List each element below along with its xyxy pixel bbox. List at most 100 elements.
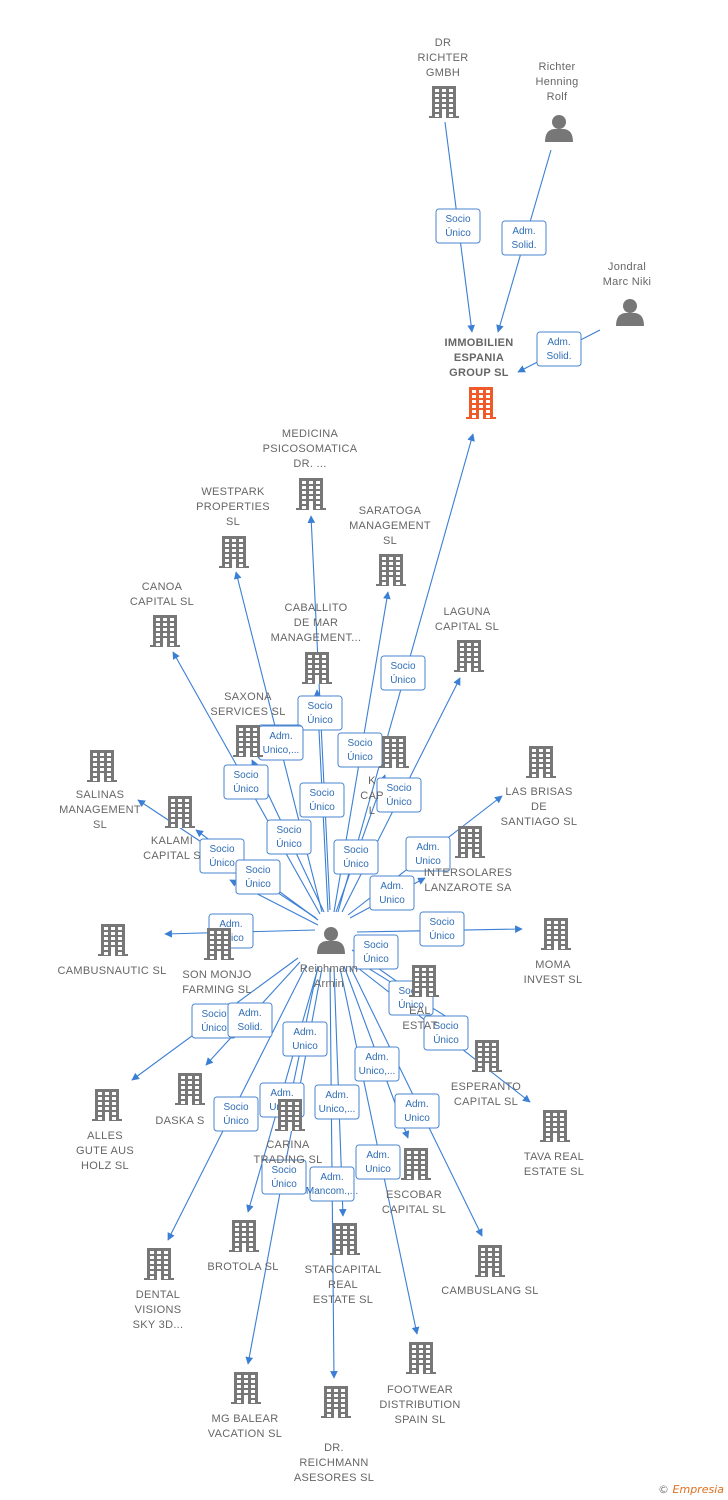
edge-label-2[interactable]: Adm.Solid.: [536, 331, 582, 367]
edge-label-14[interactable]: Adm.Unico: [405, 836, 451, 872]
edge-label-25[interactable]: Adm.Unico,...: [354, 1046, 400, 1082]
edge-label-32[interactable]: Adm.Unico: [355, 1144, 401, 1180]
building-icon: [540, 1110, 570, 1142]
edge-label-1[interactable]: Adm.Solid.: [501, 220, 547, 256]
edge-label-23[interactable]: Adm.Unico: [282, 1021, 328, 1057]
node-cambusnautic[interactable]: CAMBUSNAUTIC SL: [57, 924, 166, 977]
edge-label-22[interactable]: Adm. Solid.: [227, 1002, 273, 1038]
node-label-line: TAVA REAL: [524, 1151, 584, 1163]
building-icon: [472, 1040, 502, 1072]
edge-label-text: Único: [245, 877, 271, 890]
node-label-line: SL: [226, 516, 240, 528]
edge-label-29[interactable]: Adm.Unico: [394, 1093, 440, 1129]
node-label-line: SKY 3D...: [133, 1319, 184, 1331]
edge-label-box: [266, 819, 312, 855]
edge-label-box: [227, 1002, 273, 1038]
edge-label-box: [394, 1093, 440, 1129]
building-icon: [275, 1099, 305, 1131]
edge-label-31[interactable]: Adm.Mancom.,...: [306, 1166, 358, 1202]
node-label-line: SALINAS: [76, 789, 125, 801]
edge-label-text: Adm.: [366, 1150, 389, 1161]
building-icon: [321, 1386, 351, 1418]
footer-brand[interactable]: © Empresia: [658, 1483, 724, 1496]
edge-label-box: [199, 838, 245, 874]
edge-label-text: Unico: [415, 856, 441, 867]
edge-label-28[interactable]: Adm.Unico,...: [314, 1084, 360, 1120]
node-label-line: DASKA S: [155, 1115, 204, 1127]
node-label-line: Armin: [314, 978, 344, 990]
building-icon: [296, 478, 326, 510]
edge-label-text: Socio: [386, 783, 411, 794]
edge-label-text: Adm.: [320, 1172, 343, 1183]
building-icon: [87, 750, 117, 782]
node-brotola[interactable]: BROTOLA SL: [207, 1220, 278, 1273]
edge-label-box: [423, 1015, 469, 1051]
edge-label-15[interactable]: Adm.Unico: [369, 875, 415, 911]
node-daska[interactable]: DASKA S: [155, 1073, 205, 1127]
node-label-line: FOOTWEAR: [387, 1384, 453, 1396]
node-cambuslang[interactable]: CAMBUSLANG SL: [441, 1245, 538, 1297]
edge-label-text: Adm.: [238, 1008, 261, 1019]
node-label-line: MANAGEMENT: [59, 804, 141, 816]
edge-label-10[interactable]: Adm.Unico,...: [258, 725, 304, 761]
building-icon: [165, 796, 195, 828]
node-label-line: INTERSOLARES: [424, 867, 513, 879]
node-label-line: CAMBUSNAUTIC SL: [57, 965, 166, 977]
node-label-line: SARATOGA: [359, 505, 422, 517]
node-medicina-psicosomatica[interactable]: MEDICINAPSICOSOMATICADR. ...: [263, 428, 358, 510]
node-label-line: ESTATE SL: [313, 1294, 373, 1306]
node-label-line: ESTAT: [402, 1020, 437, 1032]
edge-label-text: Solid.: [237, 1022, 262, 1033]
edge-label-text: Socio: [343, 845, 368, 856]
edge-label-text: Único: [209, 856, 235, 869]
edge-label-box: [380, 655, 426, 691]
